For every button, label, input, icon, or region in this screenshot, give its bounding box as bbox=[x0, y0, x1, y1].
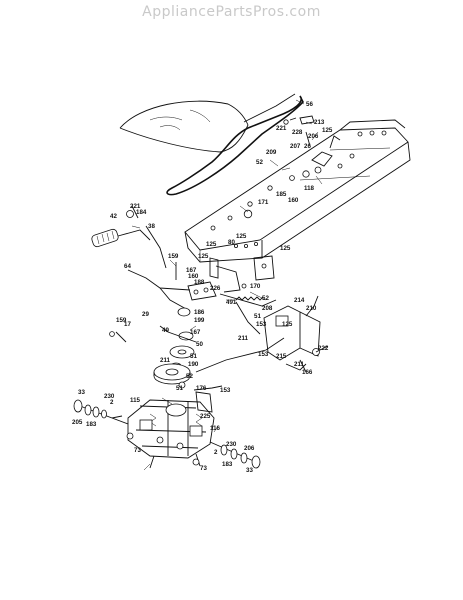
clevis-pin bbox=[109, 331, 127, 343]
label-leader-lines bbox=[131, 99, 323, 471]
right-axle-hardware bbox=[192, 441, 261, 469]
part-label-33: 33 bbox=[78, 389, 85, 396]
part-label-159: 159 bbox=[168, 253, 179, 260]
part-label-176: 176 bbox=[196, 385, 207, 392]
part-label-51-b: 51 bbox=[190, 353, 197, 360]
part-label-207: 207 bbox=[290, 143, 301, 150]
part-label-153-b: 153 bbox=[258, 351, 269, 358]
part-label-125-b: 125 bbox=[236, 233, 247, 240]
part-label-210: 210 bbox=[306, 305, 317, 312]
part-label-125-e: 125 bbox=[198, 253, 209, 260]
part-label-56: 56 bbox=[306, 101, 313, 108]
part-label-221-b: 221 bbox=[130, 203, 141, 210]
lower-bracket bbox=[195, 391, 213, 413]
part-label-125-f: 125 bbox=[282, 321, 293, 328]
part-label-199: 199 bbox=[194, 317, 205, 324]
part-label-167-b: 167 bbox=[190, 329, 201, 336]
part-label-160-b: 160 bbox=[188, 273, 199, 280]
part-label-213: 213 bbox=[314, 119, 325, 126]
part-label-159-b: 159 bbox=[116, 317, 127, 324]
part-label-125-c: 125 bbox=[206, 241, 217, 248]
part-label-215: 215 bbox=[276, 353, 287, 360]
part-label-116: 116 bbox=[210, 425, 221, 432]
brake-lever-assembly bbox=[263, 295, 329, 373]
mid-frame-brackets bbox=[209, 255, 275, 301]
part-label-50: 50 bbox=[196, 341, 203, 348]
part-label-49: 49 bbox=[162, 327, 169, 334]
part-label-185: 185 bbox=[276, 191, 287, 198]
upper-bracket-hardware bbox=[283, 115, 341, 181]
part-label-125-d: 125 bbox=[280, 245, 291, 252]
part-label-225: 225 bbox=[200, 413, 211, 420]
watermark-text: AppliancePartsPros.com bbox=[142, 4, 321, 20]
part-label-186: 186 bbox=[194, 309, 205, 316]
part-label-42: 42 bbox=[110, 213, 117, 220]
lift-rod-linkage bbox=[127, 262, 277, 335]
transaxle-assembly bbox=[127, 399, 215, 469]
part-label-51: 51 bbox=[254, 313, 261, 320]
part-label-115: 115 bbox=[130, 397, 141, 404]
part-label-125: 125 bbox=[322, 127, 333, 134]
part-label-29: 29 bbox=[142, 311, 149, 318]
part-label-491: 491 bbox=[226, 299, 237, 306]
transaxle-pulley bbox=[153, 363, 191, 389]
part-label-183-b: 183 bbox=[222, 461, 233, 468]
part-label-221: 221 bbox=[276, 125, 287, 132]
drive-belt bbox=[166, 93, 304, 196]
tension-spring bbox=[235, 296, 264, 301]
lift-handle-assembly bbox=[91, 205, 253, 269]
part-label-2-b: 2 bbox=[214, 449, 218, 456]
part-label-17: 17 bbox=[124, 321, 131, 328]
left-axle-hardware bbox=[73, 399, 134, 440]
part-label-80: 80 bbox=[228, 239, 235, 246]
part-label-230-b: 230 bbox=[226, 441, 237, 448]
part-label-170: 170 bbox=[250, 283, 261, 290]
part-label-52: 52 bbox=[256, 159, 263, 166]
part-label-64: 64 bbox=[124, 263, 131, 270]
part-label-228: 228 bbox=[292, 129, 303, 136]
part-label-222: 222 bbox=[318, 345, 329, 352]
part-label-230: 230 bbox=[104, 393, 115, 400]
part-number-labels: 56 213 221 228 206 125 207 26 209 52 118… bbox=[72, 101, 333, 474]
part-label-38: 38 bbox=[148, 223, 155, 230]
idler-pulley-stack bbox=[159, 307, 197, 370]
part-label-206: 206 bbox=[308, 133, 319, 140]
brake-rod bbox=[193, 337, 285, 391]
part-label-167: 167 bbox=[186, 267, 197, 274]
part-label-205: 205 bbox=[72, 419, 83, 426]
part-label-26: 26 bbox=[304, 143, 311, 150]
part-label-52-c: 52 bbox=[186, 373, 193, 380]
part-label-118: 118 bbox=[304, 185, 315, 192]
part-label-73-b: 73 bbox=[200, 465, 207, 472]
part-label-226: 226 bbox=[210, 285, 221, 292]
mower-deck-outline bbox=[119, 100, 249, 153]
part-label-211: 211 bbox=[238, 335, 249, 342]
part-label-33-b: 33 bbox=[246, 467, 253, 474]
part-label-171: 171 bbox=[258, 199, 269, 206]
part-label-214: 214 bbox=[294, 297, 305, 304]
part-label-2: 2 bbox=[110, 399, 114, 406]
part-label-209: 209 bbox=[266, 149, 277, 156]
part-label-211-b: 211 bbox=[160, 357, 171, 364]
part-label-166: 166 bbox=[302, 369, 313, 376]
part-label-184: 184 bbox=[136, 209, 147, 216]
part-label-52-b: 52 bbox=[262, 295, 269, 302]
part-label-153: 153 bbox=[256, 321, 267, 328]
part-label-190: 190 bbox=[188, 361, 199, 368]
part-label-188: 188 bbox=[194, 279, 205, 286]
part-label-206-b: 206 bbox=[244, 445, 255, 452]
part-label-73: 73 bbox=[134, 447, 141, 454]
part-label-153-c: 153 bbox=[220, 387, 231, 394]
part-label-160: 160 bbox=[288, 197, 299, 204]
part-label-208: 208 bbox=[262, 305, 273, 312]
part-label-211-c: 211 bbox=[294, 361, 305, 368]
part-label-51-c: 51 bbox=[176, 385, 183, 392]
tractor-frame bbox=[184, 119, 411, 263]
part-label-183: 183 bbox=[86, 421, 97, 428]
